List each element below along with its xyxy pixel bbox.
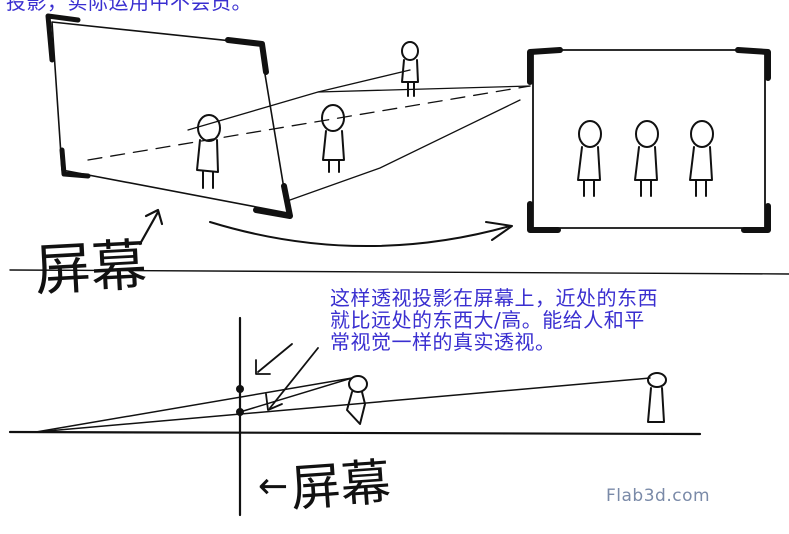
up-arrow-icon <box>138 208 164 246</box>
result-screen-frame <box>527 47 771 233</box>
figure-far <box>401 41 419 97</box>
top-caption: 投影，实际运用中不会员。 <box>6 0 252 14</box>
bottom-caption-line-2: 就比远处的东西大/高。能给人和平 <box>330 308 645 332</box>
screen-plane-line <box>236 316 244 517</box>
bottom-screen-label: 屏幕 <box>289 453 393 518</box>
watermark: Flab3d.com <box>606 486 711 506</box>
sight-lines <box>35 377 651 433</box>
figure-bottom-far <box>647 372 667 423</box>
near-screen-frame <box>45 13 293 219</box>
bottom-caption-line-3: 常视觉一样的真实透视。 <box>330 330 556 354</box>
pointer-arrows <box>255 343 319 411</box>
figure-mid <box>321 104 345 173</box>
projection-lines-top <box>87 69 531 201</box>
bottom-caption: 这样透视投影在屏幕上，近处的东西 就比远处的东西大/高。能给人和平 常视觉一样的… <box>330 287 789 353</box>
bottom-arrow-label: ← <box>258 466 288 507</box>
ground-line <box>8 430 702 436</box>
figure-bottom-near <box>346 375 368 425</box>
panel-divider <box>9 269 789 275</box>
top-screen-label: 屏幕 <box>33 233 148 304</box>
transform-arrow <box>209 221 513 247</box>
result-figures <box>577 120 714 197</box>
bottom-caption-line-1: 这样透视投影在屏幕上，近处的东西 <box>330 286 658 310</box>
figure-near-1 <box>196 114 221 189</box>
